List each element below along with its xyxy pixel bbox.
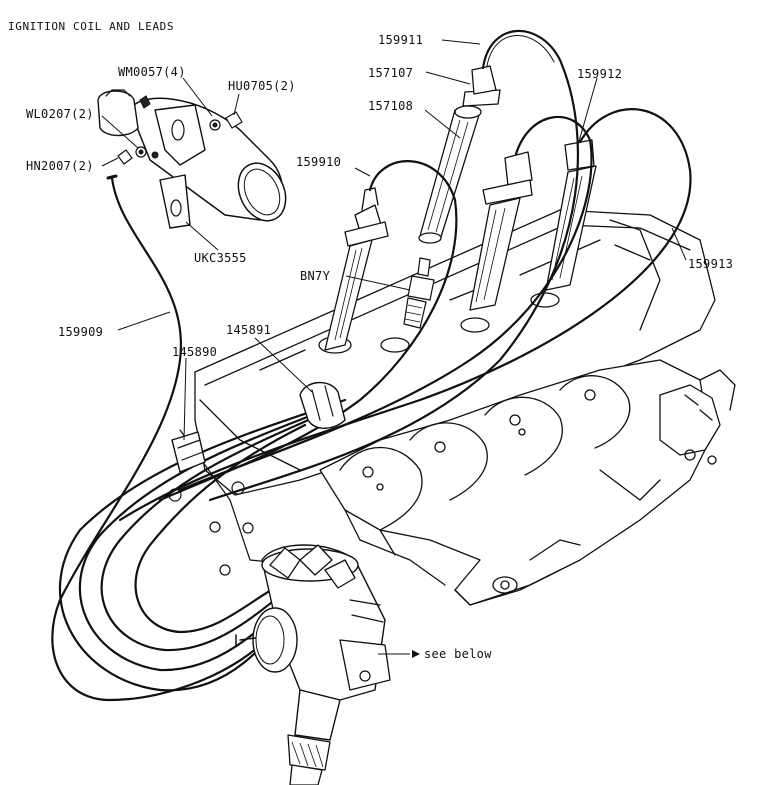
label-159911: 159911 <box>378 33 423 47</box>
see-below-note: see below <box>424 647 492 661</box>
spark-plug-bn7y <box>403 257 435 329</box>
label-wl0207: WL0207(2) <box>26 107 94 121</box>
plug-lead-cap-157107 <box>462 65 501 107</box>
ht-leads <box>51 29 692 702</box>
ignition-coil-ukc3555 <box>97 89 287 229</box>
diagram-title: IGNITION COIL AND LEADS <box>8 20 174 33</box>
label-157108: 157108 <box>368 99 413 113</box>
plug-lead-cap-rear <box>469 139 597 311</box>
inlet-manifold <box>319 359 736 606</box>
label-ukc3555: UKC3555 <box>194 251 247 265</box>
label-bn7y: BN7Y <box>300 269 331 283</box>
label-159912: 159912 <box>577 67 622 81</box>
label-145890: 145890 <box>172 345 217 359</box>
label-145891: 145891 <box>226 323 271 337</box>
lead-clip-145890 <box>171 431 206 473</box>
distributor <box>235 544 391 785</box>
label-hu0705: HU0705(2) <box>228 79 296 93</box>
label-159910: 159910 <box>296 155 341 169</box>
label-157107: 157107 <box>368 66 413 80</box>
see-below-arrow-icon <box>412 650 420 658</box>
label-wm0057: WM0057(4) <box>118 65 186 79</box>
label-159909: 159909 <box>58 325 103 339</box>
plug-lead-cap-159910 <box>324 187 389 351</box>
lead-clip-145891 <box>299 381 346 429</box>
label-hn2007: HN2007(2) <box>26 159 94 173</box>
plug-extension-157108 <box>418 105 482 244</box>
leader-lines <box>101 39 687 655</box>
label-159913: 159913 <box>688 257 733 271</box>
